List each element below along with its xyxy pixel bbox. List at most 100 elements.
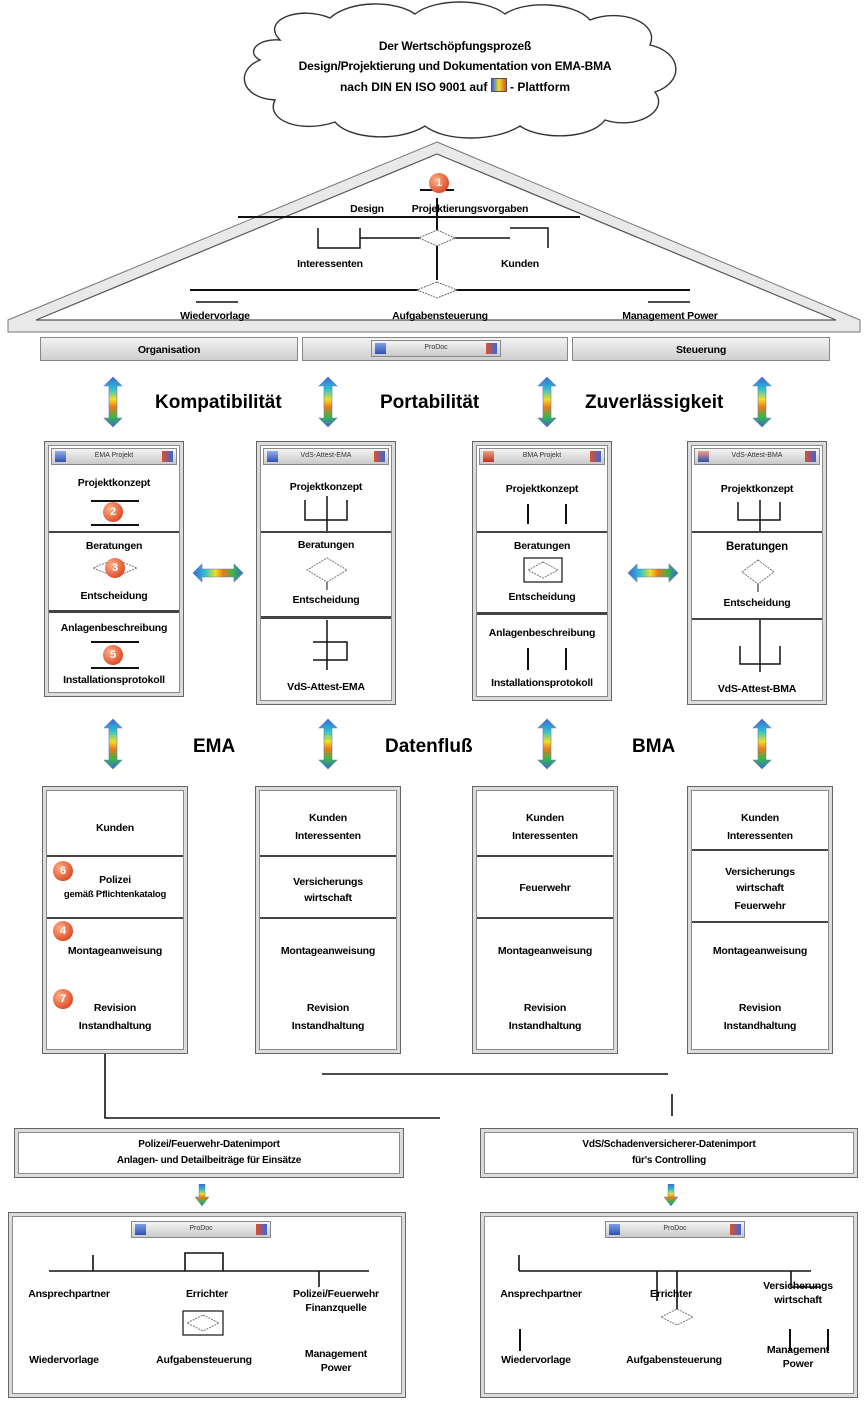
rainbow-arrow-8 xyxy=(752,716,772,772)
export-box-vds: VdS/Schadenversicherer-Datenimport für's… xyxy=(480,1128,858,1178)
datastore-feuerwehr: Feuerwehr xyxy=(734,900,786,912)
cloud-shape xyxy=(243,1,677,139)
tree-bracket xyxy=(737,500,781,532)
project-titlebar: VdS-Attest-EMA xyxy=(263,448,389,465)
project-titlebar: BMA Projekt xyxy=(479,448,605,465)
datastore-polizei: Polizei xyxy=(99,874,131,886)
project-box-vds-ema: VdS-Attest-EMA Projektkonzept Beratungen… xyxy=(256,441,396,705)
dataflow-connectors xyxy=(104,1054,673,1119)
section-divider xyxy=(49,531,179,533)
section-divider xyxy=(260,917,396,919)
project-anlagen: Anlagenbeschreibung xyxy=(60,622,168,634)
org-tree xyxy=(518,1255,821,1326)
project-final: Installationsprotokoll xyxy=(491,677,593,689)
datastore-interessenten: Interessenten xyxy=(512,830,578,842)
house-management-label: Management Power xyxy=(622,310,718,322)
rainbow-arrow-h-2 xyxy=(627,563,679,583)
org-errichter: Errichter xyxy=(650,1288,692,1300)
tree-line xyxy=(91,641,139,643)
datastore-wirtschaft: wirtschaft xyxy=(304,892,352,904)
datastore-box-3: Kunden Interessenten Feuerwehr Montagean… xyxy=(472,786,618,1054)
project-app-icon xyxy=(483,451,494,462)
section-divider xyxy=(261,531,391,533)
window-icon xyxy=(256,1224,267,1235)
tree-line xyxy=(91,500,139,502)
cloud-subtitle: Design/Projektierung und Dokumentation v… xyxy=(298,59,612,73)
datastore-montage: Montageanweisung xyxy=(497,945,593,957)
project-beratungen: Beratungen xyxy=(513,540,571,552)
project-konzept: Projektkonzept xyxy=(289,481,363,493)
rainbow-arrow-2 xyxy=(318,376,338,428)
datastore-interessenten: Interessenten xyxy=(727,830,793,842)
tree-line xyxy=(91,667,139,669)
section-divider xyxy=(49,610,179,613)
datastore-montage: Montageanweisung xyxy=(712,945,808,957)
window-icon xyxy=(590,451,601,462)
window-icon xyxy=(374,451,385,462)
project-app-icon xyxy=(55,451,66,462)
project-beratungen: Beratungen xyxy=(85,540,143,552)
org-aufgabensteuerung: Aufgabensteuerung xyxy=(156,1354,252,1366)
section-divider xyxy=(692,921,828,923)
window-icon xyxy=(162,451,173,462)
org-title: ProDoc xyxy=(663,1225,687,1232)
pillar-prodoc: ProDoc xyxy=(302,337,568,361)
section-divider xyxy=(477,855,613,857)
cloud-platform-line: nach DIN EN ISO 9001 auf - Plattform xyxy=(220,78,690,94)
rainbow-arrow-7 xyxy=(537,716,557,772)
platform-logo-icon xyxy=(490,78,507,92)
datastore-revision: Revision xyxy=(93,1002,137,1014)
org-box-1: ProDoc Ansprechpartner Errichter Polizei… xyxy=(8,1212,406,1398)
window-icon xyxy=(730,1224,741,1235)
house-aufgaben-label: Aufgabensteuerung xyxy=(392,310,488,322)
step-badge-3: 3 xyxy=(105,558,125,578)
org-management: Management xyxy=(304,1348,368,1360)
datastore-revision: Revision xyxy=(523,1002,567,1014)
house-kunden-label: Kunden xyxy=(501,258,539,270)
datastore-montage: Montageanweisung xyxy=(280,945,376,957)
heading-datenfluss: Datenfluß xyxy=(385,736,473,757)
step-badge-4: 4 xyxy=(53,921,73,941)
datastore-instandhaltung: Instandhaltung xyxy=(723,1020,797,1032)
org-management: Management xyxy=(766,1344,830,1356)
section-divider xyxy=(477,612,607,615)
org-titlebar: ProDoc xyxy=(605,1221,745,1238)
section-divider xyxy=(47,917,183,919)
tree-line xyxy=(789,1329,791,1351)
rainbow-arrow-h-1 xyxy=(192,563,244,583)
decision-diamond-icon xyxy=(741,559,775,592)
tree-line xyxy=(527,648,529,670)
window-icon xyxy=(486,343,497,354)
tree-line xyxy=(527,504,529,524)
house-design-label: Design xyxy=(350,203,384,215)
export-line-1: VdS/Schadenversicherer-Datenimport xyxy=(582,1139,756,1150)
project-beratungen: Beratungen xyxy=(726,541,788,553)
tree-line xyxy=(565,648,567,670)
cloud-title: Der Wertschöpfungsprozeß xyxy=(378,39,532,53)
section-divider xyxy=(692,618,822,620)
project-konzept: Projektkonzept xyxy=(77,477,151,489)
project-title: EMA Projekt xyxy=(94,452,134,459)
project-konzept: Projektkonzept xyxy=(720,483,794,495)
project-title: BMA Projekt xyxy=(522,452,562,459)
pillar-steuerung-label: Steuerung xyxy=(675,344,727,356)
section-divider xyxy=(47,855,183,857)
heading-kompatibilitaet: Kompatibilität xyxy=(155,392,282,413)
heading-bma: BMA xyxy=(632,736,676,757)
org-ansprechpartner: Ansprechpartner xyxy=(500,1288,582,1300)
datastore-kunden: Kunden xyxy=(96,822,134,834)
datastore-versicherung: Versicherungs xyxy=(725,866,795,878)
tree-line xyxy=(519,1329,521,1351)
org-tree xyxy=(49,1252,369,1336)
rainbow-arrow-6 xyxy=(318,716,338,772)
section-divider xyxy=(692,849,828,851)
datastore-instandhaltung: Instandhaltung xyxy=(78,1020,152,1032)
project-app-icon xyxy=(267,451,278,462)
datastore-instandhaltung: Instandhaltung xyxy=(291,1020,365,1032)
datastore-wirtschaft: wirtschaft xyxy=(736,882,784,894)
section-divider xyxy=(477,917,613,919)
pillar-steuerung: Steuerung xyxy=(572,337,830,361)
section-divider xyxy=(692,531,822,533)
step-badge-7: 7 xyxy=(53,989,73,1009)
project-titlebar: EMA Projekt xyxy=(51,448,177,465)
